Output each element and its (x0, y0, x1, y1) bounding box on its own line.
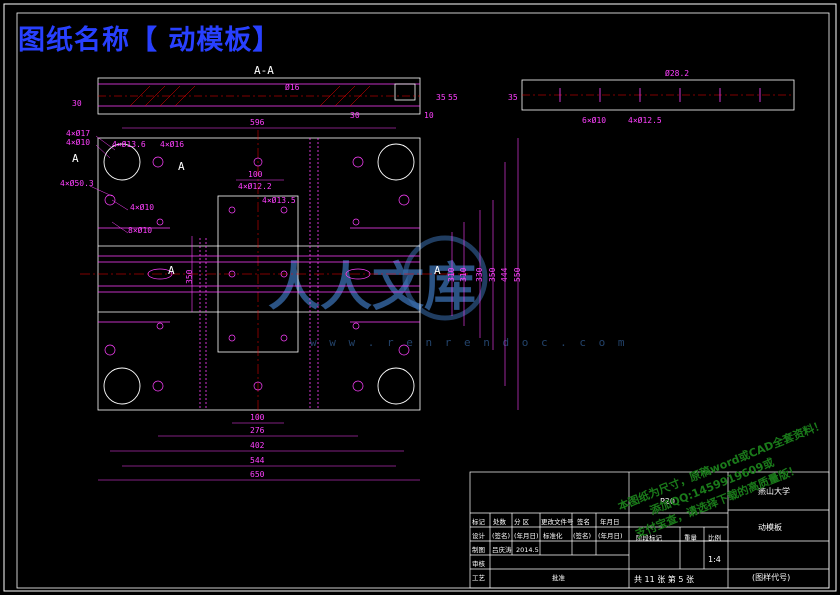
section-label-aa: A-A (254, 64, 274, 77)
section-view-aa (97, 77, 421, 115)
tb-draw-1: 吕庆涛 (492, 545, 512, 554)
dim-side-35: 35 (508, 93, 518, 102)
tb-stage-mark: 阶段标记 (636, 533, 663, 542)
promo-watermark: 本图纸为尺寸，原稿word或CAD全套资料！ 添加QQ:1459919609或 … (616, 417, 827, 541)
tb-weight: 重量 (684, 534, 698, 542)
tb-org: 燕山大学 (758, 486, 790, 496)
tb-design-2: (年月日) (514, 531, 539, 540)
dim-top-35: 35 (436, 93, 446, 102)
dim-bottom-402: 402 (250, 441, 265, 450)
dimension-lines (98, 127, 519, 481)
tb-design-5: (年月日) (598, 531, 623, 540)
callout-4x16: 4×Ø16 (160, 139, 184, 149)
inner-frame (16, 12, 830, 589)
dim-top-d16: Ø16 (285, 82, 300, 92)
dim-inner-100: 100 (248, 170, 263, 179)
tb-rev-h3: 更改文件号 (541, 517, 574, 526)
dim-top-30b: 30 (350, 111, 360, 120)
tb-sheets: 共 11 张 第 5 张 (634, 574, 694, 584)
callout-4x136: 4×Ø13.6 (112, 139, 146, 149)
dim-side-4x125: 4×Ø12.5 (628, 115, 662, 125)
section-mark-a-upper: A (178, 160, 185, 173)
side-view (521, 79, 795, 111)
callout-4x10a: 4×Ø10 (66, 137, 90, 147)
callout-4x122: 4×Ø12.2 (238, 181, 272, 191)
tb-drawing-code: (图样代号) (752, 572, 790, 582)
section-mark-a-right: A (434, 264, 441, 277)
dim-right-444: 444 (500, 267, 509, 282)
tb-rev-h5: 年月日 (600, 517, 620, 526)
dim-top-10: 10 (424, 111, 434, 120)
guide-pillar-holes (103, 143, 415, 405)
tb-design-0: 设计 (472, 531, 486, 540)
leader-lines (89, 135, 129, 234)
outer-frame (3, 3, 837, 592)
dim-inner-350: 350 (185, 269, 194, 284)
drawing-title: 图纸名称【 动模板】 (18, 25, 281, 56)
dim-bottom-100: 100 (250, 413, 265, 422)
watermark: 人人文库 w w w . r e n r e n d o c . c o m (268, 235, 628, 349)
section-mark-a-center: A (168, 264, 175, 277)
tb-scale-label: 比例 (708, 533, 721, 542)
tb-design-3: 标准化 (543, 531, 563, 540)
tb-rev-h4: 签名 (577, 517, 590, 526)
tb-approve: 批准 (552, 573, 566, 582)
dim-right-310b: 310 (459, 267, 468, 282)
tb-design-4: (签名) (573, 531, 591, 540)
title-block (469, 471, 830, 589)
tb-scale: 1:4 (708, 555, 721, 564)
callout-4x17: 4×Ø17 (66, 128, 90, 138)
tb-process: 工艺 (472, 574, 486, 582)
dim-bottom-544: 544 (250, 456, 265, 465)
dim-right-550: 550 (513, 267, 522, 282)
dim-top-55: 55 (448, 93, 458, 102)
callout-4x10b: 4×Ø10 (130, 202, 154, 212)
dim-side-d28: Ø28.2 (665, 68, 689, 78)
tb-part-code: P20 (660, 497, 675, 506)
dim-right-310a: 310 (447, 267, 456, 282)
dim-596: 596 (250, 118, 265, 127)
tb-design-1: (签名) (492, 531, 510, 540)
tb-rev-h2: 分 区 (514, 517, 530, 526)
tb-draw-2: 2014.5 (516, 546, 539, 554)
callout-4x135: 4×Ø13.5 (262, 195, 296, 205)
tb-rev-h1: 处数 (493, 517, 507, 526)
dim-bottom-276: 276 (250, 426, 265, 435)
tb-part-name: 动模板 (758, 522, 782, 532)
callout-4x503: 4×Ø50.3 (60, 178, 94, 188)
dim-bottom-650: 650 (250, 470, 265, 479)
callout-8x10: 8×Ø10 (128, 225, 152, 235)
dim-top-30a: 30 (72, 99, 82, 108)
dim-side-6x10: 6×Ø10 (582, 115, 606, 125)
dim-right-330: 330 (475, 267, 484, 282)
watermark-logo: 人人文库 (268, 258, 476, 318)
section-mark-a-left: A (72, 152, 79, 165)
tb-draw-0: 制图 (472, 545, 485, 554)
tb-rev-h0: 标记 (472, 517, 486, 526)
dim-right-350: 350 (488, 267, 497, 282)
watermark-url: w w w . r e n r e n d o c . c o m (310, 336, 628, 349)
tb-check: 审核 (472, 559, 486, 568)
plate-plan-view (80, 130, 470, 420)
